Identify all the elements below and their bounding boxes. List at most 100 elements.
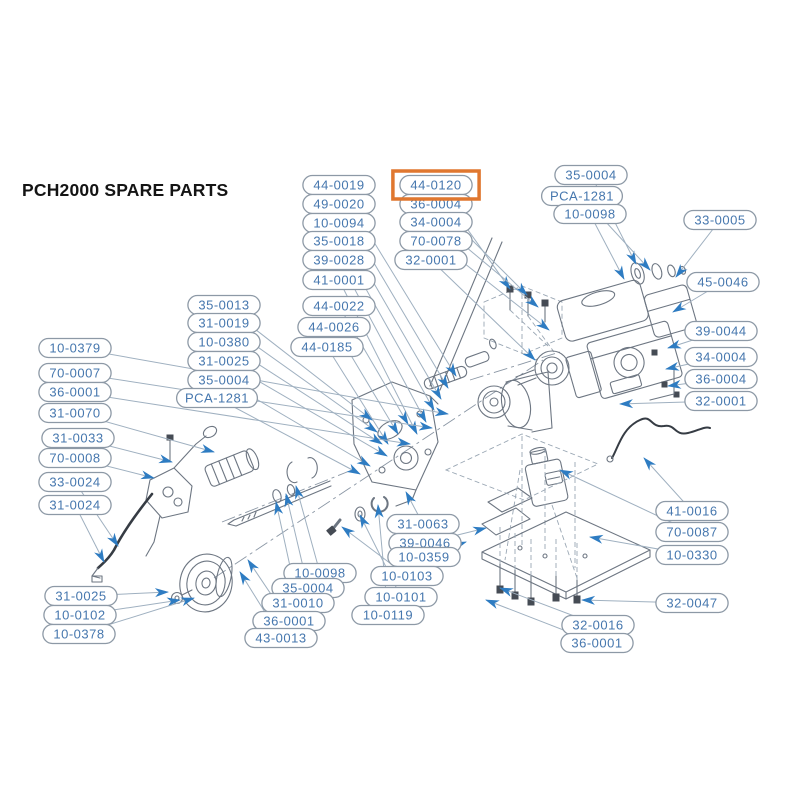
part-label-44-0185[interactable]: 44-0185 xyxy=(290,336,364,358)
part-label-bubble[interactable] xyxy=(554,164,628,186)
part-label-bubble[interactable] xyxy=(394,249,468,271)
leader-line-32-0001 xyxy=(430,259,536,361)
part-label-36-0001[interactable]: 36-0001 xyxy=(560,632,634,654)
part-label-31-0019[interactable]: 31-0019 xyxy=(187,312,261,334)
part-label-70-0008[interactable]: 70-0008 xyxy=(38,447,112,469)
part-label-bubble[interactable] xyxy=(302,295,376,317)
part-label-bubble[interactable] xyxy=(38,402,112,424)
part-label-bubble[interactable] xyxy=(684,320,758,342)
part-label-bubble[interactable] xyxy=(302,269,376,291)
part-label-10-0330[interactable]: 10-0330 xyxy=(655,544,729,566)
part-number-text: 31-0019 xyxy=(198,316,249,331)
part-label-33-0024[interactable]: 33-0024 xyxy=(38,471,112,493)
part-label-44-0019[interactable]: 44-0019 xyxy=(302,174,376,196)
part-label-36-0001[interactable]: 36-0001 xyxy=(38,381,112,403)
part-label-bubble[interactable] xyxy=(684,390,758,412)
part-label-36-0001[interactable]: 36-0001 xyxy=(252,610,326,632)
part-label-10-0359[interactable]: 10-0359 xyxy=(387,546,461,568)
part-label-31-0025[interactable]: 31-0025 xyxy=(187,350,261,372)
part-label-43-0013[interactable]: 43-0013 xyxy=(244,627,318,649)
part-label-10-0102[interactable]: 10-0102 xyxy=(43,604,117,626)
part-label-10-0380[interactable]: 10-0380 xyxy=(187,331,261,353)
part-number-text: 32-0001 xyxy=(695,394,746,409)
part-number-text: 44-0022 xyxy=(313,299,364,314)
part-label-bubble[interactable] xyxy=(290,336,364,358)
part-label-31-0010[interactable]: 31-0010 xyxy=(261,592,335,614)
part-label-bubble[interactable] xyxy=(683,209,757,231)
part-label-bubble[interactable] xyxy=(655,521,729,543)
part-label-49-0020[interactable]: 49-0020 xyxy=(302,193,376,215)
leader-line-10-0098 xyxy=(295,485,321,574)
part-label-32-0001[interactable]: 32-0001 xyxy=(684,390,758,412)
part-label-34-0004[interactable]: 34-0004 xyxy=(684,346,758,368)
part-label-32-0016[interactable]: 32-0016 xyxy=(561,614,635,636)
part-label-31-0024[interactable]: 31-0024 xyxy=(38,494,112,516)
part-label-10-0101[interactable]: 10-0101 xyxy=(364,586,438,608)
part-label-10-0103[interactable]: 10-0103 xyxy=(370,565,444,587)
part-label-bubble[interactable] xyxy=(684,346,758,368)
part-label-32-0047[interactable]: 32-0047 xyxy=(655,592,729,614)
part-label-35-0018[interactable]: 35-0018 xyxy=(302,230,376,252)
part-label-bubble[interactable] xyxy=(38,494,112,516)
part-label-10-0098[interactable]: 10-0098 xyxy=(553,203,627,225)
part-label-32-0001[interactable]: 32-0001 xyxy=(394,249,468,271)
part-label-bubble[interactable] xyxy=(655,592,729,614)
part-number-text: 44-0026 xyxy=(308,320,359,335)
part-label-10-0119[interactable]: 10-0119 xyxy=(351,604,425,626)
part-number-text: 31-0025 xyxy=(55,589,106,604)
part-label-bubble[interactable] xyxy=(655,544,729,566)
part-label-70-0007[interactable]: 70-0007 xyxy=(38,362,112,384)
part-label-bubble[interactable] xyxy=(684,368,758,390)
part-label-31-0033[interactable]: 31-0033 xyxy=(41,427,115,449)
part-number-text: 10-0330 xyxy=(666,548,717,563)
part-label-10-0094[interactable]: 10-0094 xyxy=(302,212,376,234)
part-label-35-0004[interactable]: 35-0004 xyxy=(187,369,261,391)
part-label-39-0028[interactable]: 39-0028 xyxy=(302,249,376,271)
part-label-bubble[interactable] xyxy=(42,623,116,645)
part-label-44-0022[interactable]: 44-0022 xyxy=(302,295,376,317)
pulley-drawing xyxy=(170,553,233,613)
part-label-bubble[interactable] xyxy=(38,337,112,359)
part-label-35-0013[interactable]: 35-0013 xyxy=(187,294,261,316)
part-label-35-0004[interactable]: 35-0004 xyxy=(554,164,628,186)
part-number-text: 44-0019 xyxy=(313,178,364,193)
part-label-41-0001[interactable]: 41-0001 xyxy=(302,269,376,291)
part-label-39-0044[interactable]: 39-0044 xyxy=(684,320,758,342)
part-label-31-0063[interactable]: 31-0063 xyxy=(386,513,460,535)
part-label-45-0046[interactable]: 45-0046 xyxy=(686,271,760,293)
part-label-bubble[interactable] xyxy=(41,427,115,449)
part-label-bubble[interactable] xyxy=(38,447,112,469)
part-label-36-0004[interactable]: 36-0004 xyxy=(684,368,758,390)
part-label-bubble[interactable] xyxy=(244,627,318,649)
part-label-bubble[interactable] xyxy=(297,316,371,338)
part-label-PCA-1281[interactable]: PCA-1281 xyxy=(175,387,259,409)
part-label-70-0087[interactable]: 70-0087 xyxy=(655,521,729,543)
part-label-bubble[interactable] xyxy=(351,604,425,626)
part-label-bubble[interactable] xyxy=(560,632,634,654)
part-number-text: 31-0033 xyxy=(52,431,103,446)
part-number-text: 31-0024 xyxy=(49,498,100,513)
part-label-bubble[interactable] xyxy=(686,271,760,293)
part-label-31-0070[interactable]: 31-0070 xyxy=(38,402,112,424)
part-label-bubble[interactable] xyxy=(655,500,729,522)
part-label-10-0379[interactable]: 10-0379 xyxy=(38,337,112,359)
part-label-33-0005[interactable]: 33-0005 xyxy=(683,209,757,231)
part-number-text: 36-0001 xyxy=(263,614,314,629)
part-label-44-0026[interactable]: 44-0026 xyxy=(297,316,371,338)
part-number-text: 34-0004 xyxy=(410,215,461,230)
part-label-bubble[interactable] xyxy=(38,471,112,493)
part-label-34-0004[interactable]: 34-0004 xyxy=(399,211,473,233)
part-label-70-0078[interactable]: 70-0078 xyxy=(399,230,473,252)
part-label-bubble[interactable] xyxy=(175,387,259,409)
part-number-text: 34-0004 xyxy=(695,350,746,365)
part-label-44-0120[interactable]: 44-0120 xyxy=(399,174,473,196)
part-label-31-0025[interactable]: 31-0025 xyxy=(44,585,118,607)
part-label-41-0016[interactable]: 41-0016 xyxy=(655,500,729,522)
part-label-bubble[interactable] xyxy=(302,249,376,271)
part-label-PCA-1281[interactable]: PCA-1281 xyxy=(540,185,624,207)
part-label-bubble[interactable] xyxy=(38,381,112,403)
part-label-10-0378[interactable]: 10-0378 xyxy=(42,623,116,645)
part-label-bubble[interactable] xyxy=(370,565,444,587)
part-label-bubble[interactable] xyxy=(553,203,627,225)
